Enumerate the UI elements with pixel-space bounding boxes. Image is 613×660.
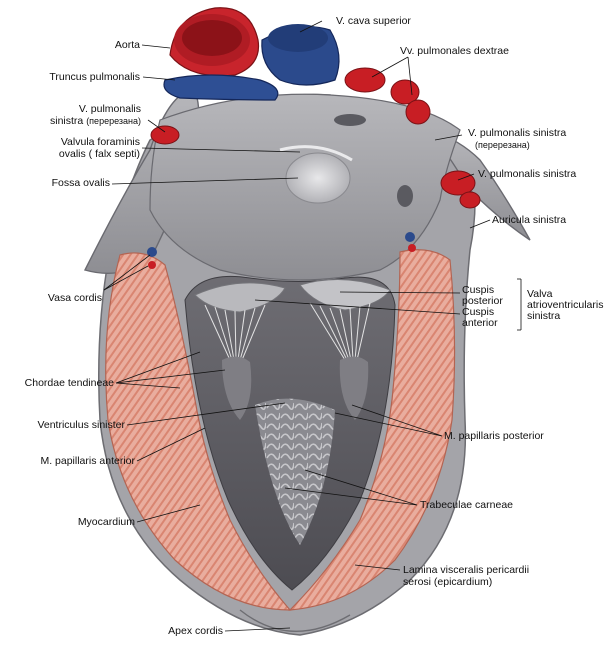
label-vv-pulmonales-dextrae: Vv. pulmonales dextrae (400, 45, 509, 57)
label-m-papillaris-anterior: M. papillaris anterior (40, 455, 135, 467)
label-cuspis-anterior-1: Cuspis (462, 306, 495, 318)
label-v-cava-superior: V. cava superior (336, 15, 411, 27)
left-pulmonary-vein-cut (150, 125, 180, 145)
myocardium-right-wall (288, 249, 456, 611)
vasa-cordis-left-blue (147, 247, 157, 257)
label-apex-cordis: Apex cordis (168, 625, 223, 637)
label-ventriculus-sinister: Ventriculus sinister (37, 419, 125, 431)
left-pulmonary-vein-intact (440, 170, 476, 196)
label-v-pulm-sin-right-1: V. pulmonalis sinistra (468, 127, 567, 139)
label-v-pulm-sin-right-2: (перерезана) (475, 140, 530, 150)
label-lamina-2: serosi (epicardium) (403, 576, 493, 588)
label-auricula-sinistra: Auricula sinistra (492, 214, 567, 226)
label-cuspis-posterior-2: posterior (462, 295, 503, 307)
label-chordae-tendineae: Chordae tendineae (24, 377, 114, 389)
right-pulmonary-vein-2 (390, 79, 420, 105)
label-valvula-2: ovalis ( falx septi) (58, 148, 140, 160)
label-valva-1: Valva (527, 288, 553, 300)
leader-lines (103, 20, 522, 632)
label-m-papillaris-posterior: M. papillaris posterior (444, 430, 544, 442)
label-valva-3: sinistra (527, 310, 561, 322)
label-lamina-1: Lamina visceralis pericardii (403, 564, 530, 576)
label-aorta: Aorta (114, 39, 140, 51)
label-v-pulm-sin-intact: V. pulmonalis sinistra (478, 168, 577, 180)
papillary-muscle-anterior (222, 356, 252, 420)
label-cuspis-posterior-1: Cuspis (462, 284, 495, 296)
vasa-cordis-left-red (148, 261, 156, 269)
vasa-cordis-right-red (408, 244, 416, 252)
apex-shape (239, 609, 351, 632)
label-trabeculae-carneae: Trabeculae carneae (420, 499, 514, 511)
label-valvula-1: Valvula foraminis (60, 136, 140, 148)
vasa-cordis-right-blue (405, 232, 415, 242)
cuspis-anterior-shape (194, 282, 286, 313)
label-vasa-cordis: Vasa cordis (47, 292, 102, 304)
trabeculae-area (255, 398, 335, 545)
label-valva-2: atrioventricularis (527, 299, 604, 311)
right-pulmonary-vein-3 (405, 99, 431, 125)
label-v-pulm-sin-left-1: V. pulmonalis (78, 103, 141, 115)
chordae-tendineae-left (204, 304, 266, 361)
pulmonary-trunk-vessel (163, 74, 279, 101)
label-fossa-ovalis: Fossa ovalis (51, 177, 110, 189)
label-myocardium: Myocardium (77, 516, 135, 528)
label-v-pulm-sin-left-3: (перерезана) (86, 116, 141, 126)
cuspis-posterior-shape (299, 279, 391, 311)
papillary-muscle-posterior (339, 356, 369, 420)
label-truncus-pulmonalis: Truncus pulmonalis (49, 71, 140, 83)
right-pulmonary-vein-1 (344, 67, 386, 93)
falx-septi-shape (279, 145, 353, 162)
chordae-tendineae-right (309, 302, 371, 361)
label-v-pulm-sin-left-2: sinistra (50, 115, 84, 127)
label-cuspis-anterior-2: anterior (462, 317, 498, 329)
